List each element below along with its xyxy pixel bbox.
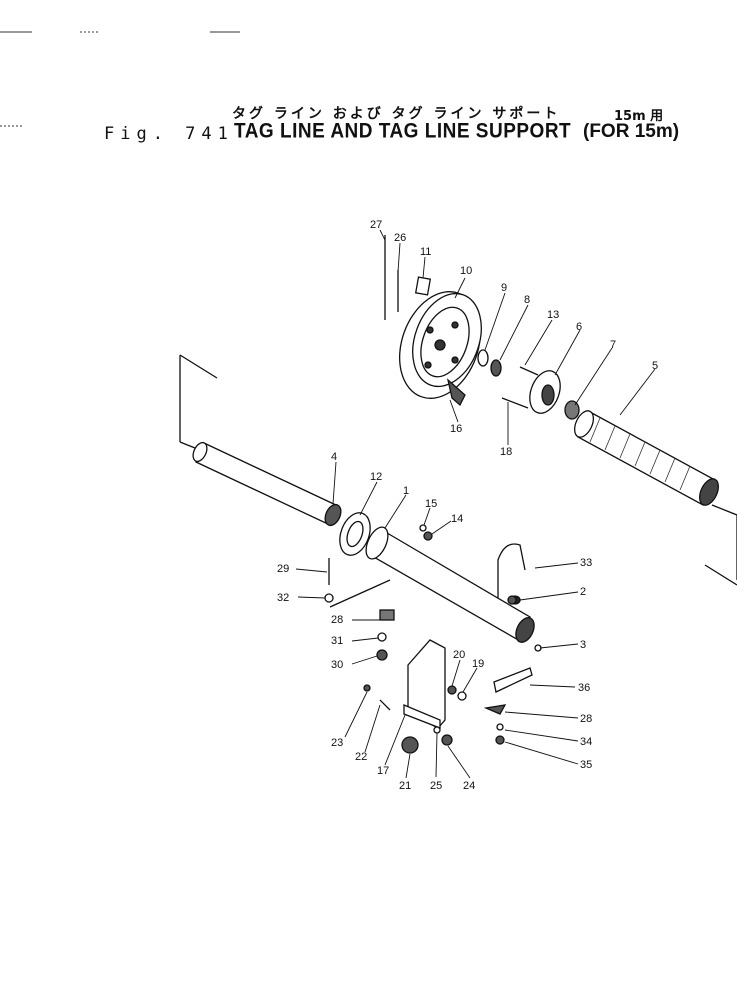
fasteners (324, 524, 542, 746)
callout-33: 33 (580, 557, 592, 569)
title-japanese-suffix: 15m 用 (614, 109, 664, 124)
callout-32: 32 (277, 592, 289, 604)
callout-18: 18 (500, 446, 512, 458)
main-tube (365, 526, 535, 643)
roller (573, 410, 737, 586)
callout-14: 14 (451, 513, 463, 525)
callout-22: 22 (355, 751, 367, 763)
callout-30: 30 (331, 659, 343, 671)
figure-label: Fig. 741 (104, 124, 234, 144)
bracket (401, 639, 446, 754)
callout-20: 20 (453, 649, 465, 661)
callout-1: 1 (403, 485, 409, 497)
callout-10: 10 (460, 265, 472, 277)
callout-36: 36 (578, 682, 590, 694)
scan-marks (0, 31, 240, 127)
callout-29: 29 (277, 563, 289, 575)
callout-34: 34 (580, 736, 592, 748)
callout-7: 7 (610, 339, 616, 351)
callout-4: 4 (331, 451, 337, 463)
washers (477, 349, 502, 377)
callout-5: 5 (652, 360, 658, 372)
callout-2: 2 (580, 586, 586, 598)
callout-12: 12 (370, 471, 382, 483)
title-japanese: タグ ライン および タグ ライン サポート (232, 106, 561, 122)
callout-31: 31 (331, 635, 343, 647)
callout-21: 21 (399, 780, 411, 792)
callout-13: 13 (547, 309, 559, 321)
shaft (179, 354, 342, 527)
callout-24: 24 (463, 780, 475, 792)
callout-27: 27 (370, 219, 382, 231)
hub (501, 366, 580, 420)
small-pins (384, 235, 432, 320)
support-parts (483, 543, 533, 715)
callout-3: 3 (580, 639, 586, 651)
callout-17: 17 (377, 765, 389, 777)
leader-lines (295, 229, 656, 779)
title-english-suffix: (FOR 15m) (583, 121, 680, 142)
callout-35: 35 (580, 759, 592, 771)
callout-11: 11 (420, 246, 431, 258)
callout-25: 25 (430, 780, 442, 792)
callout-15: 15 (425, 498, 437, 510)
callout-28-left: 28 (331, 614, 343, 626)
callout-6: 6 (576, 321, 582, 333)
callout-9: 9 (501, 282, 507, 294)
callouts: 27 26 11 10 9 8 13 6 7 5 16 18 4 12 1 15… (277, 219, 658, 792)
gasket (339, 512, 371, 556)
callout-23: 23 (331, 737, 343, 749)
callout-16: 16 (450, 423, 462, 435)
callout-8: 8 (524, 294, 530, 306)
callout-19: 19 (472, 658, 484, 670)
pulley (398, 291, 482, 407)
callout-26: 26 (394, 232, 406, 244)
callout-28-right: 28 (580, 713, 592, 725)
title-english: TAG LINE AND TAG LINE SUPPORT (234, 119, 572, 143)
